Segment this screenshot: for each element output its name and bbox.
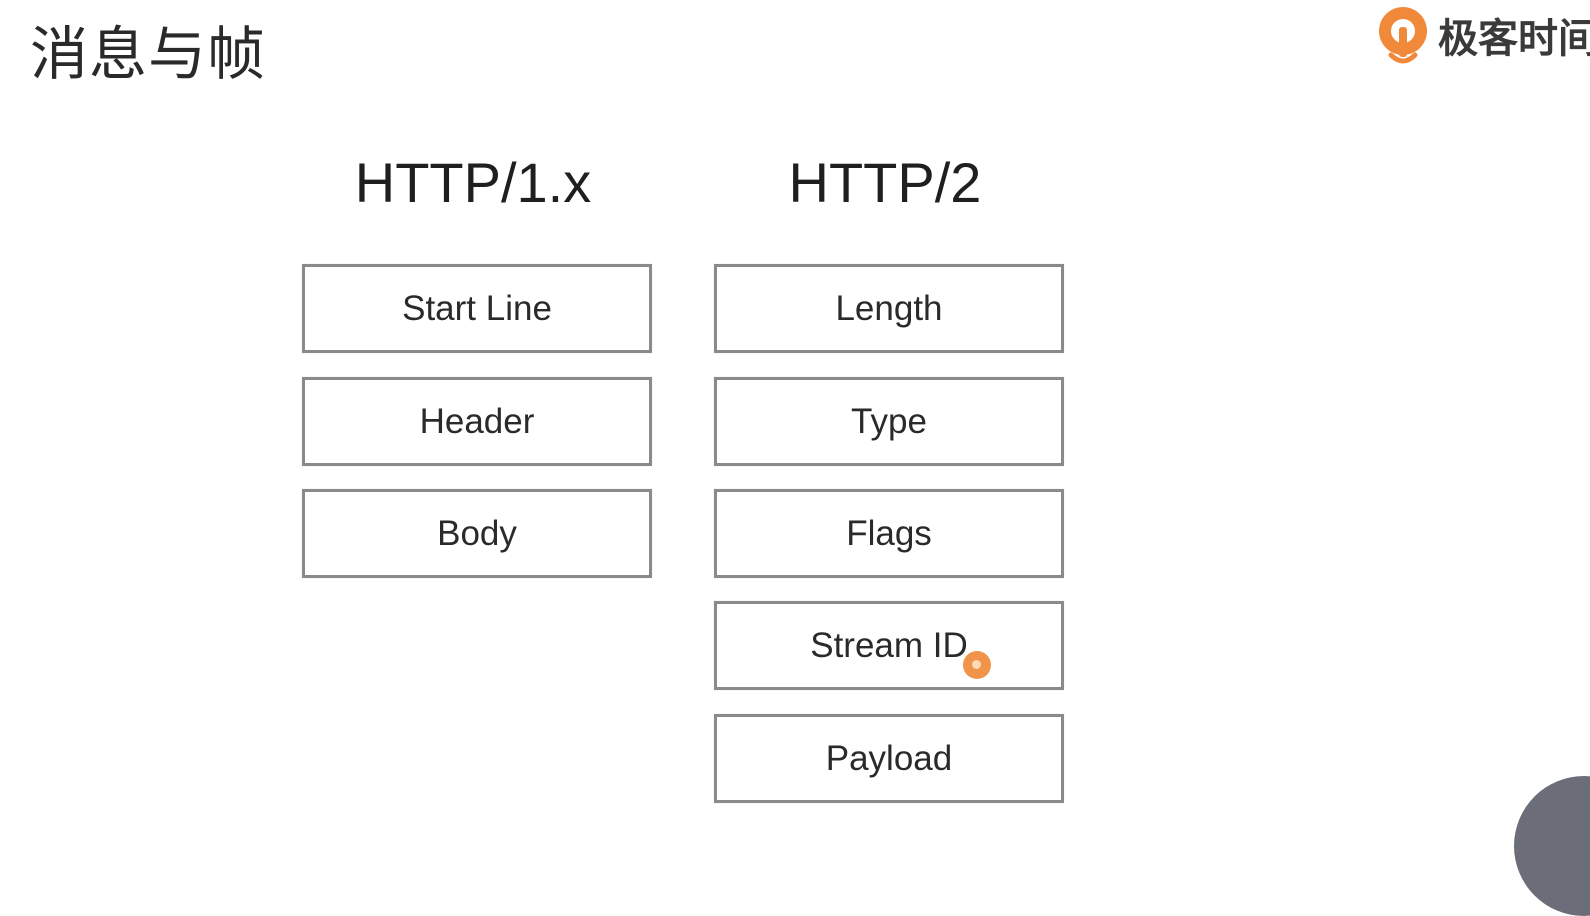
box-label: Body: [437, 513, 517, 553]
box-label: Type: [851, 401, 927, 441]
http1-heading: HTTP/1.x: [354, 151, 592, 214]
http1-box-header: Header: [302, 377, 652, 466]
box-label: Payload: [825, 738, 953, 778]
http2-box-length: Length: [714, 264, 1064, 353]
http2-heading: HTTP/2: [788, 151, 982, 214]
pointer-cursor-icon: [963, 651, 991, 679]
box-label: Stream ID: [810, 625, 968, 665]
http2-box-stream-id: Stream ID: [714, 601, 1064, 690]
presenter-avatar: [1514, 776, 1590, 916]
http1-box-body: Body: [302, 489, 652, 578]
http2-box-type: Type: [714, 377, 1064, 466]
box-label: Length: [835, 288, 943, 328]
box-label: Start Line: [402, 288, 552, 328]
http2-box-payload: Payload: [714, 714, 1064, 803]
brand-logo: 极客时间: [1374, 0, 1590, 70]
http1-box-start-line: Start Line: [302, 264, 652, 353]
box-label: Header: [419, 401, 535, 441]
geektime-logo-icon: [1379, 7, 1427, 64]
brand-name: 极客时间: [1438, 16, 1590, 62]
page-title: 消息与帧: [30, 20, 267, 88]
http2-box-flags: Flags: [714, 489, 1064, 578]
box-label: Flags: [846, 513, 932, 553]
